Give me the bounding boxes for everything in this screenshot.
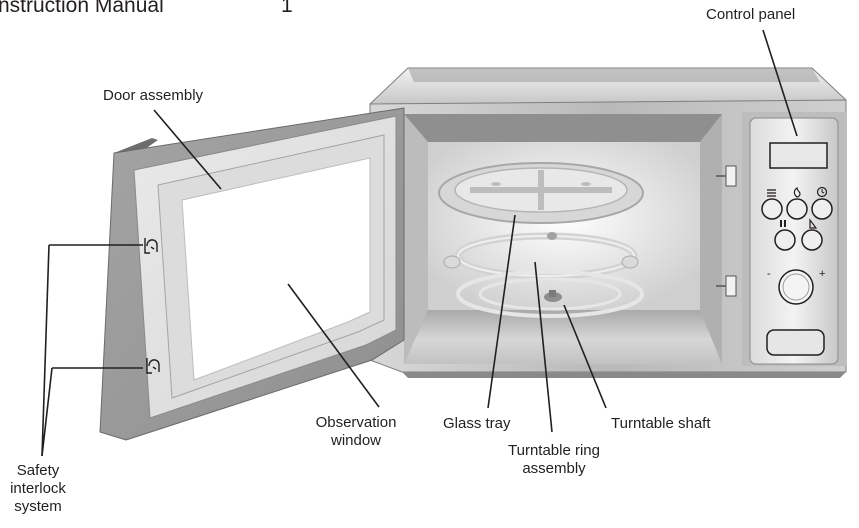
- label-safety-interlock-system: Safety interlock system: [0, 462, 76, 516]
- power-level-button[interactable]: [762, 199, 782, 219]
- stop-button[interactable]: [775, 230, 795, 250]
- label-observation-window: Observation window: [296, 414, 416, 450]
- body-top-rim: [408, 68, 820, 82]
- door-release-button[interactable]: [767, 330, 824, 355]
- hinge-top: [726, 166, 736, 186]
- cavity-floor: [404, 310, 722, 364]
- dial-plus: +: [819, 265, 825, 283]
- dial-minus: -: [767, 265, 771, 283]
- start-button[interactable]: [802, 230, 822, 250]
- cavity-ceiling: [404, 114, 722, 142]
- display-window: [770, 143, 827, 168]
- label-turntable-shaft: Turntable shaft: [611, 415, 711, 433]
- clock-button[interactable]: [812, 199, 832, 219]
- label-glass-tray: Glass tray: [443, 415, 511, 433]
- label-turntable-ring-assembly: Turntable ring assembly: [484, 442, 624, 478]
- label-door-assembly: Door assembly: [103, 87, 203, 105]
- timer-dial[interactable]: [779, 270, 813, 304]
- label-control-panel: Control panel: [706, 6, 795, 24]
- hinge-bottom: [726, 276, 736, 296]
- defrost-button[interactable]: [787, 199, 807, 219]
- body-bottom: [402, 372, 846, 378]
